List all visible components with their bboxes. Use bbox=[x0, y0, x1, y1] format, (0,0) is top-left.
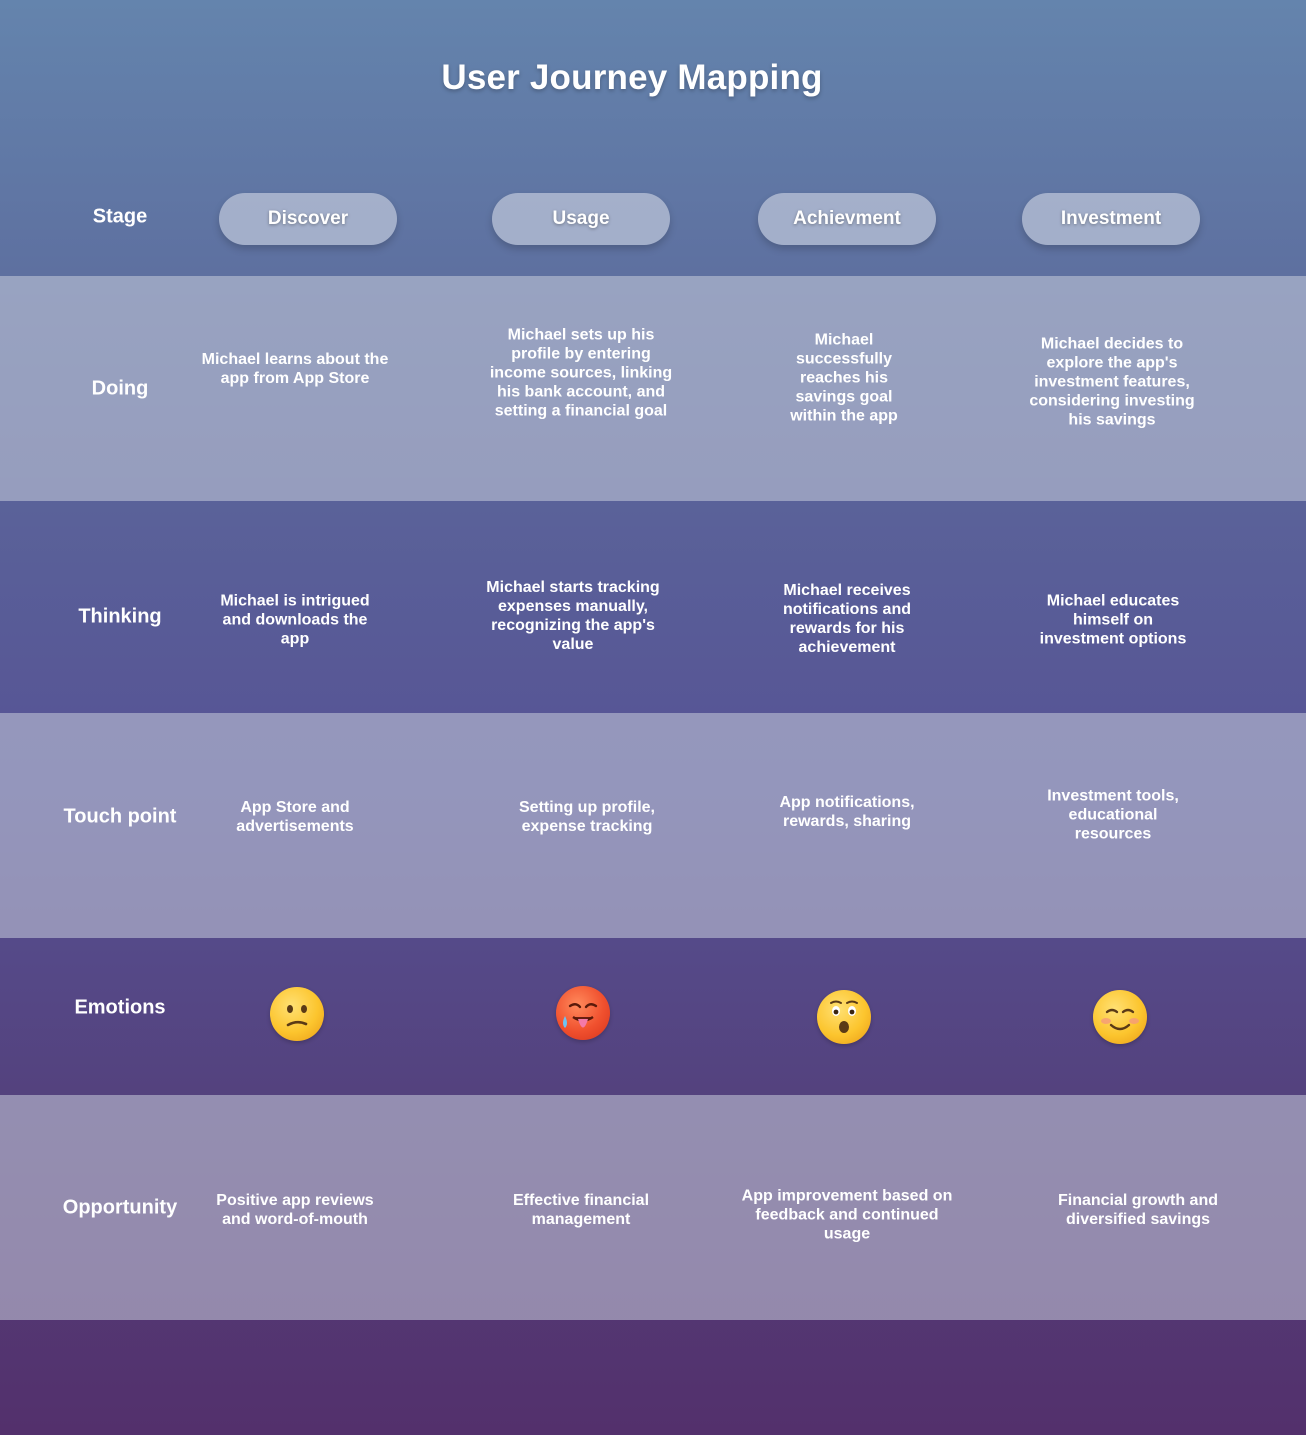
touch-point-cell-discover: App Store and advertisements bbox=[236, 799, 354, 835]
doing-cell-investment: Michael decides to explore the app's inv… bbox=[1029, 335, 1195, 429]
astonished-face-icon bbox=[817, 990, 871, 1044]
page-title: User Journey Mapping bbox=[441, 58, 823, 97]
stage-discover-pill: Discover bbox=[219, 193, 397, 245]
doing-cell-discover: Michael learns about the app from App St… bbox=[201, 351, 389, 387]
row-label-stage: Stage bbox=[92, 205, 148, 228]
row-label-opportunity: Opportunity bbox=[62, 1196, 178, 1219]
touch-point-cell-usage: Setting up profile, expense tracking bbox=[519, 799, 655, 835]
stage-achievment-pill: Achievment bbox=[758, 193, 936, 245]
smiling-face-icon bbox=[1093, 990, 1147, 1044]
opportunity-cell-achievment: App improvement based on feedback and co… bbox=[741, 1187, 953, 1243]
doing-cell-achievment: Michael successfully reaches his savings… bbox=[790, 331, 898, 425]
doing-cell-usage: Michael sets up his profile by entering … bbox=[489, 326, 673, 420]
thinking-cell-investment: Michael educates himself on investment o… bbox=[1039, 592, 1187, 648]
thinking-cell-usage: Michael starts tracking expenses manuall… bbox=[486, 579, 660, 653]
row-label-emotions: Emotions bbox=[74, 996, 166, 1019]
opportunity-row bbox=[0, 1095, 1306, 1320]
hot-face-icon bbox=[556, 986, 610, 1040]
thinking-cell-discover: Michael is intrigued and downloads the a… bbox=[220, 592, 370, 648]
touch-point-cell-investment: Investment tools, educational resources bbox=[1047, 787, 1179, 843]
touch-point-cell-achievment: App notifications, rewards, sharing bbox=[779, 794, 915, 830]
stage-investment-pill: Investment bbox=[1022, 193, 1200, 245]
row-label-touch-point: Touch point bbox=[63, 805, 177, 828]
thinking-cell-achievment: Michael receives notifications and rewar… bbox=[783, 582, 911, 656]
confused-face-icon bbox=[270, 987, 324, 1041]
opportunity-cell-investment: Financial growth and diversified savings bbox=[1057, 1192, 1218, 1228]
row-label-doing: Doing bbox=[91, 377, 149, 400]
touch-point-row bbox=[0, 713, 1306, 938]
row-label-thinking: Thinking bbox=[78, 605, 162, 628]
doing-row bbox=[0, 276, 1306, 501]
opportunity-cell-usage: Effective financial management bbox=[512, 1192, 650, 1228]
stage-usage-pill: Usage bbox=[492, 193, 670, 245]
opportunity-cell-discover: Positive app reviews and word-of-mouth bbox=[216, 1192, 374, 1228]
